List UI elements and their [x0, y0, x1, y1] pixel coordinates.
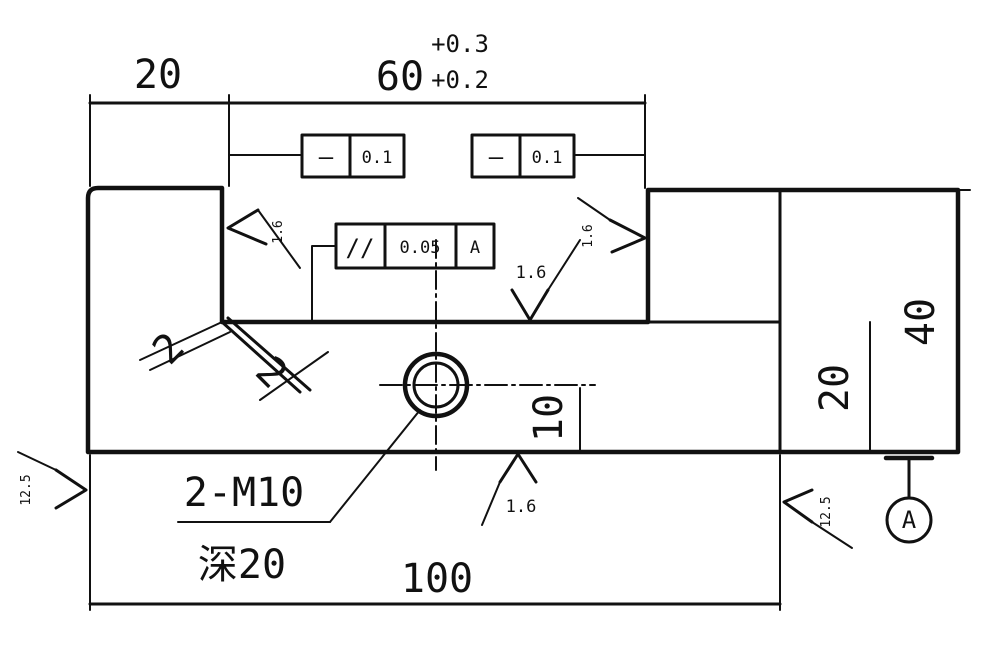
parallelism-value: 0.05	[400, 238, 441, 258]
datum-label: A	[902, 506, 917, 534]
dim-total-width: 100	[401, 556, 473, 602]
part-outline	[85, 185, 961, 455]
thread-leader	[329, 409, 421, 523]
hole-outer-circle	[402, 351, 470, 419]
roughness-mark-slot-right	[608, 218, 647, 254]
roughness-outer-left: 12.5	[17, 451, 88, 510]
parallelism-symbol: //	[346, 234, 375, 262]
chamfer-ext-a	[139, 321, 223, 361]
flatness-value-right: 0.1	[532, 148, 563, 168]
chamfer-line-2	[226, 316, 312, 392]
roughness-value-slot-right: 1.6	[581, 224, 596, 247]
top-dimensions: 20 60 +0.3 +0.2	[88, 30, 647, 189]
roughness-mark-outer-right	[782, 488, 814, 524]
roughness-slot-bottom: 1.6	[510, 239, 581, 322]
roughness-value-slot-left: 1.6	[271, 220, 286, 243]
chamfer-ext-b	[149, 331, 231, 371]
flatness-symbol-right: —	[489, 143, 504, 171]
frame-flatness-left	[300, 133, 406, 179]
roughness-value-outer-left: 12.5	[19, 474, 34, 505]
roughness-value-bottom-face: 1.6	[506, 497, 537, 517]
dim-hole-height: 10	[526, 394, 572, 442]
tolerance-frame-parallelism: // 0.05 A	[311, 222, 496, 321]
datum-symbol: A	[883, 455, 935, 544]
hole-dimension: 10	[526, 387, 581, 453]
flatness-value-left: 0.1	[362, 148, 393, 168]
thread-callout: 2-M10 深20	[177, 409, 421, 588]
roughness-mark-bottom-face	[498, 452, 538, 484]
dim-center-tol-lower: +0.2	[431, 66, 489, 94]
roughness-mark-slot-bottom	[510, 288, 550, 322]
dim-left-width: 20	[134, 52, 182, 98]
roughness-value-outer-right: 12.5	[819, 496, 834, 527]
frame-parallelism	[334, 222, 496, 270]
right-dimensions: 20 40	[812, 189, 971, 453]
dim-center-tol-upper: +0.3	[431, 30, 489, 58]
roughness-slot-left: 1.6	[226, 208, 301, 269]
dim-chamfer-a: 2	[144, 324, 194, 374]
thread-depth: 深20	[198, 542, 286, 588]
roughness-outer-right: 12.5	[782, 488, 853, 549]
dim-right-height: 40	[898, 298, 944, 346]
leader-parallelism	[311, 245, 337, 321]
parallelism-datum: A	[470, 238, 480, 258]
thread-spec: 2-M10	[184, 470, 304, 516]
bottom-dimension: 100	[88, 454, 782, 611]
dim-center-width: 60	[376, 54, 424, 100]
dim-inner-height: 20	[812, 364, 858, 412]
datum-circle	[885, 496, 933, 544]
roughness-mark-outer-left	[54, 468, 88, 510]
roughness-bottom-face: 1.6	[481, 452, 538, 526]
chamfer-arrow	[259, 351, 329, 401]
part-profile	[85, 185, 961, 455]
threaded-hole	[402, 351, 470, 419]
roughness-mark-slot-left	[226, 208, 268, 246]
roughness-value-slot-bottom: 1.6	[516, 263, 547, 283]
tolerance-frame-flatness-left: — 0.1	[228, 133, 406, 179]
hole-inner-circle	[412, 361, 460, 409]
tolerance-frame-flatness-right: — 0.1	[470, 133, 646, 179]
chamfer-dimensions: 2 2	[139, 316, 329, 401]
roughness-slot-right: 1.6	[577, 197, 647, 254]
flatness-symbol-left: —	[319, 143, 334, 171]
